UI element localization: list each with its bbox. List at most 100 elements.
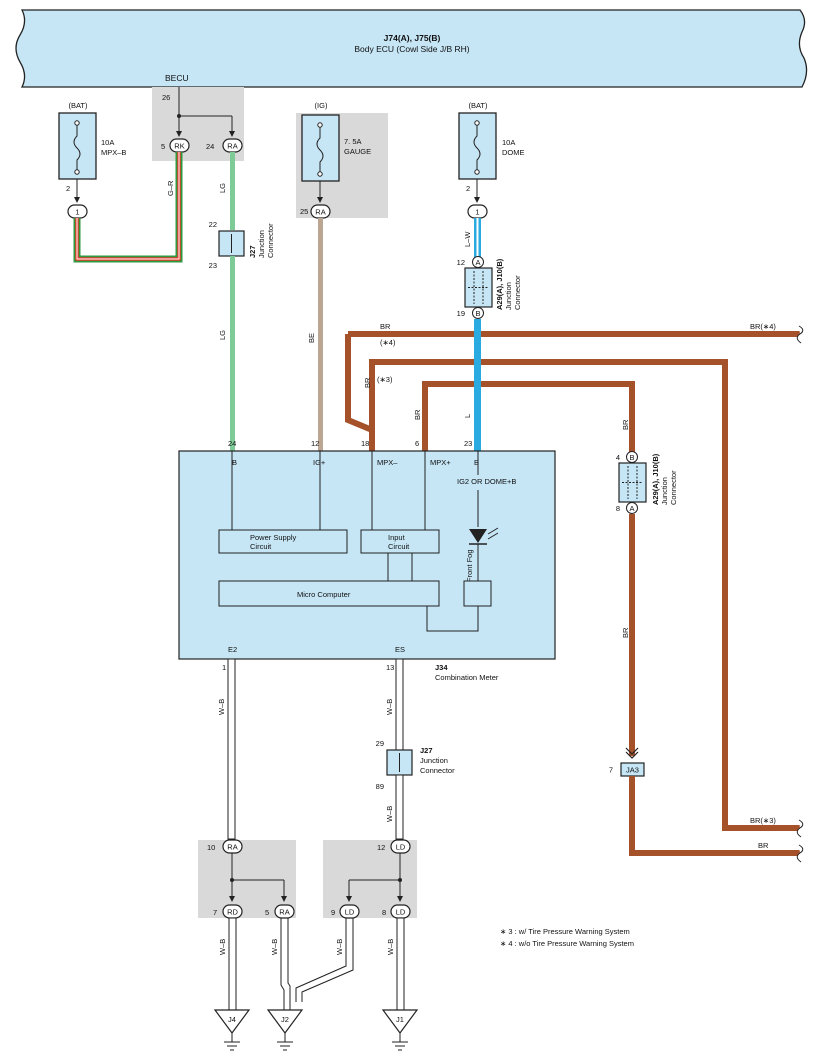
mpxb-pin: 2 [66,184,70,193]
svg-text:J27: J27 [420,746,433,755]
svg-text:12: 12 [311,439,319,448]
svg-text:Junction: Junction [257,230,266,258]
j27-bottom-junction: 29 89 J27 Junction Connector [376,739,455,791]
label-lw: L–W [463,231,472,247]
ground-junction-left: RA 10 RD 7 RA 5 [207,839,295,919]
ja3-connector: JA3 7 [609,762,645,777]
wire-lg-bottom [230,256,235,451]
svg-text:7: 7 [213,908,217,917]
svg-text:E2: E2 [228,645,237,654]
wire-wb-ld9 [295,918,354,1002]
svg-text:18: 18 [361,439,369,448]
svg-text:12: 12 [377,843,385,852]
note-3: ∗ 3 : w/ Tire Pressure Warning System [500,927,630,936]
wire-lg-top [230,152,235,230]
svg-text:24: 24 [228,439,236,448]
label-wb-mid: W–B [385,699,394,715]
label-wb-left: W–B [217,699,226,715]
label-br-mid: BR [363,377,372,388]
label-lg-bottom: LG [218,330,227,340]
svg-text:MPX+: MPX+ [430,458,451,467]
wire-wb-rd [228,917,237,1011]
label-br-right-mid: BR [621,627,630,638]
wire-br-mpx-plus [422,381,635,455]
label-out-br4: BR(∗4) [750,322,776,331]
label-out-br3: BR(∗3) [750,816,776,825]
wire-wb-left [227,658,236,840]
ground-j4: J4 [213,1009,251,1051]
wire-wb-mid2 [395,774,404,840]
svg-text:Junction: Junction [420,756,448,765]
a29-right-junction: B 4 A 8 A29(A), J10(B) Junction Connecto… [616,451,678,514]
svg-text:10: 10 [207,843,215,852]
svg-text:8: 8 [616,504,620,513]
svg-text:Input: Input [388,533,406,542]
wire-br-mpx-minus-4 [345,331,800,451]
label-br-note3: (∗3) [377,375,393,384]
svg-text:Connector: Connector [266,223,275,258]
svg-text:89: 89 [376,782,384,791]
svg-text:GAUGE: GAUGE [344,147,371,156]
label-wb-rd: W–B [218,939,227,955]
connector-1-mpxb: 1 [67,204,88,219]
svg-text:IG2 OR DOME+B: IG2 OR DOME+B [457,477,516,486]
svg-text:RA: RA [279,908,289,917]
svg-text:1: 1 [475,208,479,217]
svg-text:12: 12 [457,258,465,267]
a29-top-junction: A 12 B 19 A29(A), J10(B) Junction Connec… [457,256,522,319]
label-wb-ra: W–B [270,939,279,955]
svg-text:A29(A), J10(B): A29(A), J10(B) [651,453,660,505]
svg-text:Circuit: Circuit [388,542,410,551]
wire-wb-mid [395,658,404,751]
ground-j2: J2 [266,1009,304,1051]
note-4: ∗ 4 : w/o Tire Pressure Warning System [500,939,634,948]
wire-br-mpx-minus-3 [369,359,800,831]
svg-text:IG+: IG+ [313,458,326,467]
ecu-name: Body ECU (Cowl Side J/B RH) [354,44,469,54]
connector-rk: RK [169,138,190,153]
svg-text:B: B [629,453,634,462]
svg-text:B: B [475,309,480,318]
svg-text:LD: LD [396,908,406,917]
ground-junction-right: LD 12 LD 9 LD 8 [331,839,411,919]
svg-text:23: 23 [464,439,472,448]
svg-text:6: 6 [415,439,419,448]
wire-wb-ld8 [396,917,405,1011]
svg-text:8: 8 [382,908,386,917]
svg-text:Circuit: Circuit [250,542,272,551]
svg-text:RD: RD [227,908,238,917]
svg-text:Connector: Connector [669,470,678,505]
svg-text:DOME: DOME [502,148,525,157]
svg-text:J4: J4 [228,1015,236,1024]
label-wb-mid2: W–B [385,806,394,822]
gauge-pin: 25 [300,207,308,216]
svg-text:1: 1 [75,208,79,217]
pin-26: 26 [162,93,170,102]
connector-ra: RA [222,138,243,153]
svg-text:B: B [232,458,237,467]
svg-text:22: 22 [209,220,217,229]
svg-text:A: A [475,258,480,267]
svg-text:7. 5A: 7. 5A [344,137,362,146]
svg-text:4: 4 [616,453,620,462]
svg-text:RA: RA [227,843,237,852]
wire-l-w [474,218,481,258]
wire-g-r [73,152,183,263]
svg-text:J1: J1 [396,1015,404,1024]
svg-text:JA3: JA3 [626,766,639,775]
label-wb-ld9: W–B [335,939,344,955]
pin-24: 24 [206,142,214,151]
svg-text:5: 5 [265,908,269,917]
svg-text:(BAT): (BAT) [68,101,88,110]
svg-text:Connector: Connector [420,766,455,775]
fuse-dome: (BAT) 10A DOME [458,101,525,180]
svg-text:J2: J2 [281,1015,289,1024]
svg-text:1: 1 [222,663,226,672]
svg-text:(IG): (IG) [315,101,328,110]
combination-meter: 24 12 18 6 23 B IG+ MPX– MPX+ B IG2 OR D… [178,439,556,682]
svg-text:LD: LD [345,908,355,917]
svg-text:RA: RA [227,142,237,151]
label-br-mpx-plus: BR [413,409,422,420]
svg-text:Junction: Junction [504,282,513,310]
